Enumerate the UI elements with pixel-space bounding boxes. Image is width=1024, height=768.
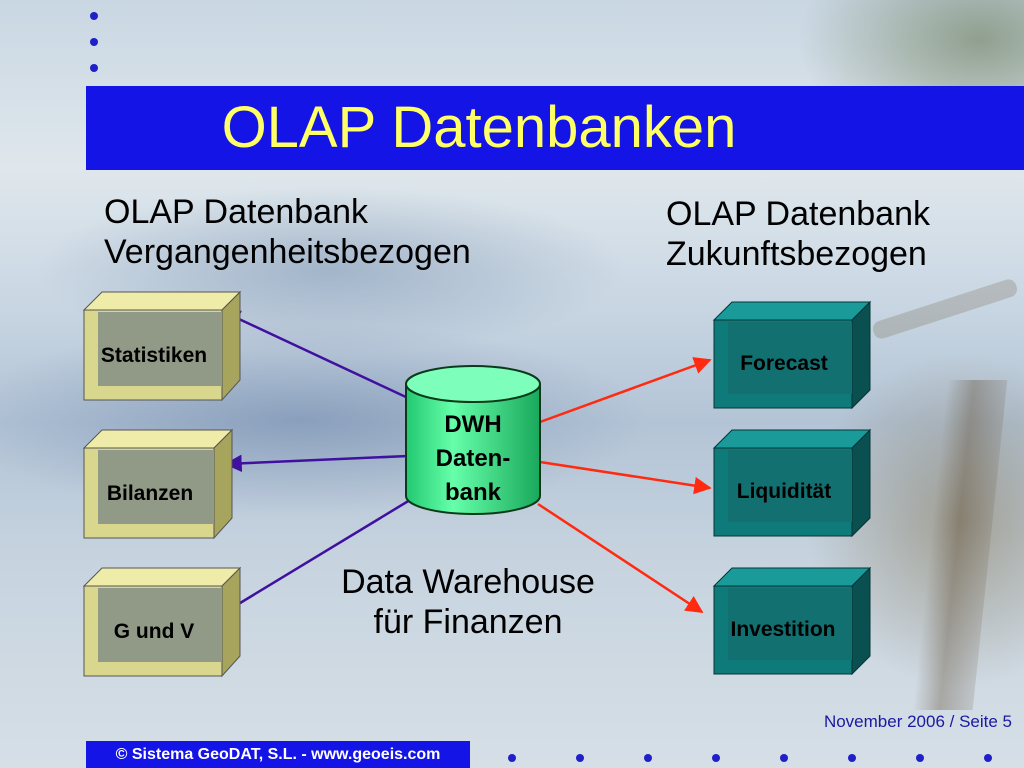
box-liquiditaet [712,428,872,538]
box-investition [712,566,872,676]
right-heading-line2: Zukunftsbezogen [666,235,927,273]
dwh-database-cylinder [405,365,541,515]
dwh-database-label: DWH Daten- bank [406,408,540,510]
box-bilanzen [82,428,234,540]
caption-line1: Data Warehouse [341,563,595,601]
dwh-label-line1: DWH [444,411,502,438]
box-forecast [712,300,872,410]
label-statistiken: Statistiken [100,344,208,367]
dot [90,64,98,72]
arrow-to-liquiditaet [539,460,712,495]
dot [90,38,98,46]
label-liquiditaet: Liquidität [736,480,832,503]
caption-line2: für Finanzen [373,603,563,641]
arrow-to-forecast [539,357,712,424]
left-heading-line1: OLAP Datenbank [104,193,368,231]
data-warehouse-caption: Data Warehouse für Finanzen [290,562,646,642]
box-statistiken [82,290,242,402]
dwh-label-line2: Daten- [435,445,511,472]
decorative-dots-horizontal [508,754,992,762]
box-g-und-v [82,566,242,678]
slide-title: OLAP Datenbanken [221,95,737,160]
label-forecast: Forecast [740,352,828,375]
footer-copyright: © Sistema GeoDAT, S.L. - www.geoeis.com [86,741,470,768]
dot [90,12,98,20]
title-bar: OLAP Datenbanken [86,86,1024,170]
label-g-und-v: G und V [113,620,195,643]
label-investition: Investition [730,618,836,641]
right-heading-line1: OLAP Datenbank [666,195,930,233]
arrow-to-investition [537,502,704,614]
arrow-to-bilanzen [224,454,409,473]
arrow-to-g-und-v [220,498,411,616]
footer-page-info: November 2006 / Seite 5 [823,712,1012,731]
right-heading: OLAP Datenbank Zukunftsbezogen [666,194,930,274]
arrow-to-statistiken [222,310,409,400]
left-heading: OLAP Datenbank Vergangenheitsbezogen [104,192,471,272]
dwh-label-line3: bank [444,479,501,506]
label-bilanzen: Bilanzen [106,482,194,505]
left-heading-line2: Vergangenheitsbezogen [104,233,471,271]
